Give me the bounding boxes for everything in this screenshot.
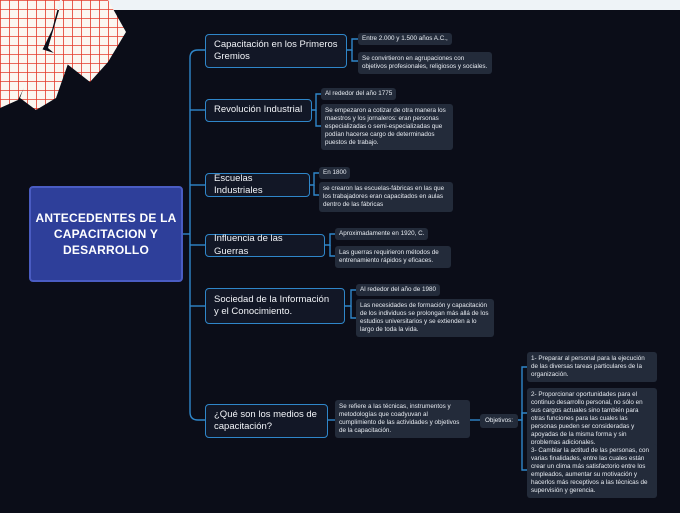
objective-item[interactable]: 2- Proporcionar oportunidades para el co… <box>527 388 657 450</box>
note-revolucion-detail[interactable]: Se empezaron a cotizar de otra manera lo… <box>321 104 453 150</box>
topic-influencia-guerras[interactable]: Influencia de las Guerras <box>205 233 325 257</box>
topic-sociedad-informacion[interactable]: Sociedad de la Información y el Conocimi… <box>205 288 345 324</box>
note-gremios-date[interactable]: Entre 2.000 y 1.500 años A.C., <box>358 33 452 45</box>
note-gremios-detail[interactable]: Se convirtieron en agrupaciones con obje… <box>358 52 492 74</box>
note-escuelas-detail[interactable]: se crearon las escuelas-fábricas en las … <box>319 182 453 212</box>
topic-primeros-gremios[interactable]: Capacitación en los Primeros Gremios <box>205 34 347 68</box>
topic-medios-capacitacion[interactable]: ¿Qué son los medios de capacitación? <box>205 404 328 438</box>
note-revolucion-date[interactable]: Al rededor del año 1775 <box>321 88 397 100</box>
note-medios-definition[interactable]: Se refiere a las técnicas, instrumentos … <box>335 400 470 438</box>
notebook-paper-decoration <box>0 0 126 110</box>
topic-escuelas-industriales[interactable]: Escuelas Industriales <box>205 173 310 197</box>
note-guerras-date[interactable]: Aproximadamente en 1920, C. <box>335 228 429 240</box>
root-topic[interactable]: ANTECEDENTES DE LA CAPACITACION Y DESARR… <box>29 186 183 282</box>
objective-item[interactable]: 3- Cambiar la actitud de las personas, c… <box>527 444 657 498</box>
objectives-label[interactable]: Objetivos: <box>480 414 518 428</box>
note-sociedad-detail[interactable]: Las necesidades de formación y capacitac… <box>356 299 494 337</box>
note-escuelas-date[interactable]: En 1800 <box>319 167 351 179</box>
topic-revolucion-industrial[interactable]: Revolución Industrial <box>205 99 312 122</box>
note-guerras-detail[interactable]: Las guerras requirieron métodos de entre… <box>335 246 451 268</box>
note-sociedad-date[interactable]: Al rededor del año de 1980 <box>356 284 440 296</box>
objective-item[interactable]: 1- Preparar al personal para la ejecució… <box>527 352 657 382</box>
